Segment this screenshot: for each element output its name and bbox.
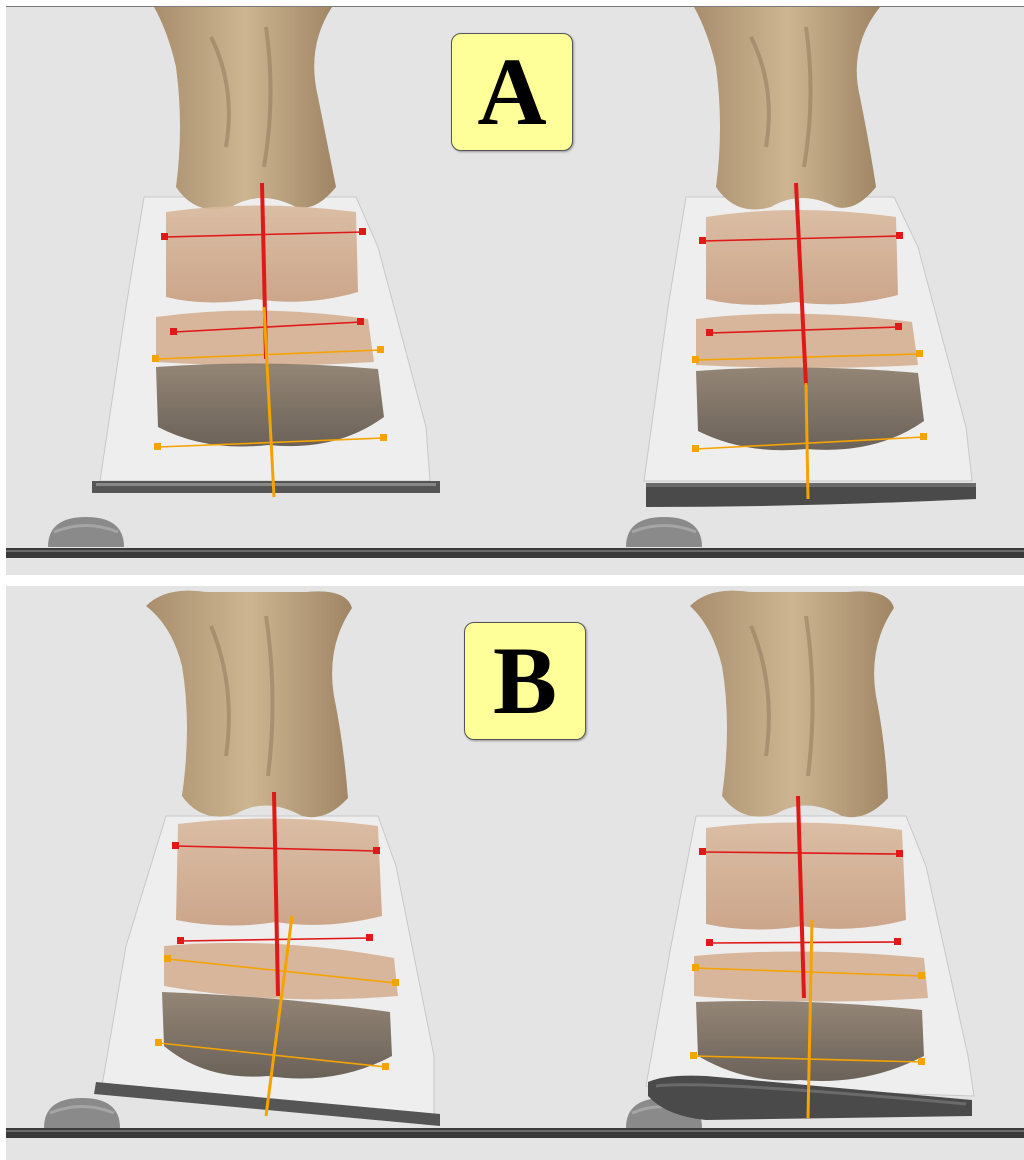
limb-left-b <box>94 591 440 1126</box>
limb-right-b <box>646 591 974 1120</box>
panel-label-a-text: A <box>477 44 546 140</box>
cannon-bone <box>694 7 880 210</box>
panel-label-b-text: B <box>493 633 557 729</box>
panel-label-a: A <box>451 33 573 151</box>
cannon-bone <box>154 7 336 210</box>
pastern-bone <box>176 818 382 925</box>
shoe <box>92 481 440 493</box>
wedge-block-left-b <box>44 1098 120 1128</box>
coffin-bone <box>696 367 924 450</box>
cannon-bone <box>690 591 894 818</box>
wedge-pad <box>646 485 976 507</box>
pastern-bone <box>706 822 906 929</box>
wedge-block-right-a <box>626 517 702 547</box>
wedge-block-left-a <box>48 517 124 547</box>
limb-right-a <box>644 7 976 507</box>
panel-b: B <box>6 586 1024 1160</box>
panel-a: A <box>6 6 1024 575</box>
cannon-bone <box>146 591 352 818</box>
panel-label-b: B <box>464 622 586 740</box>
limb-left-a <box>92 7 440 497</box>
ground-b <box>6 1128 1024 1138</box>
ground-a <box>6 548 1024 558</box>
